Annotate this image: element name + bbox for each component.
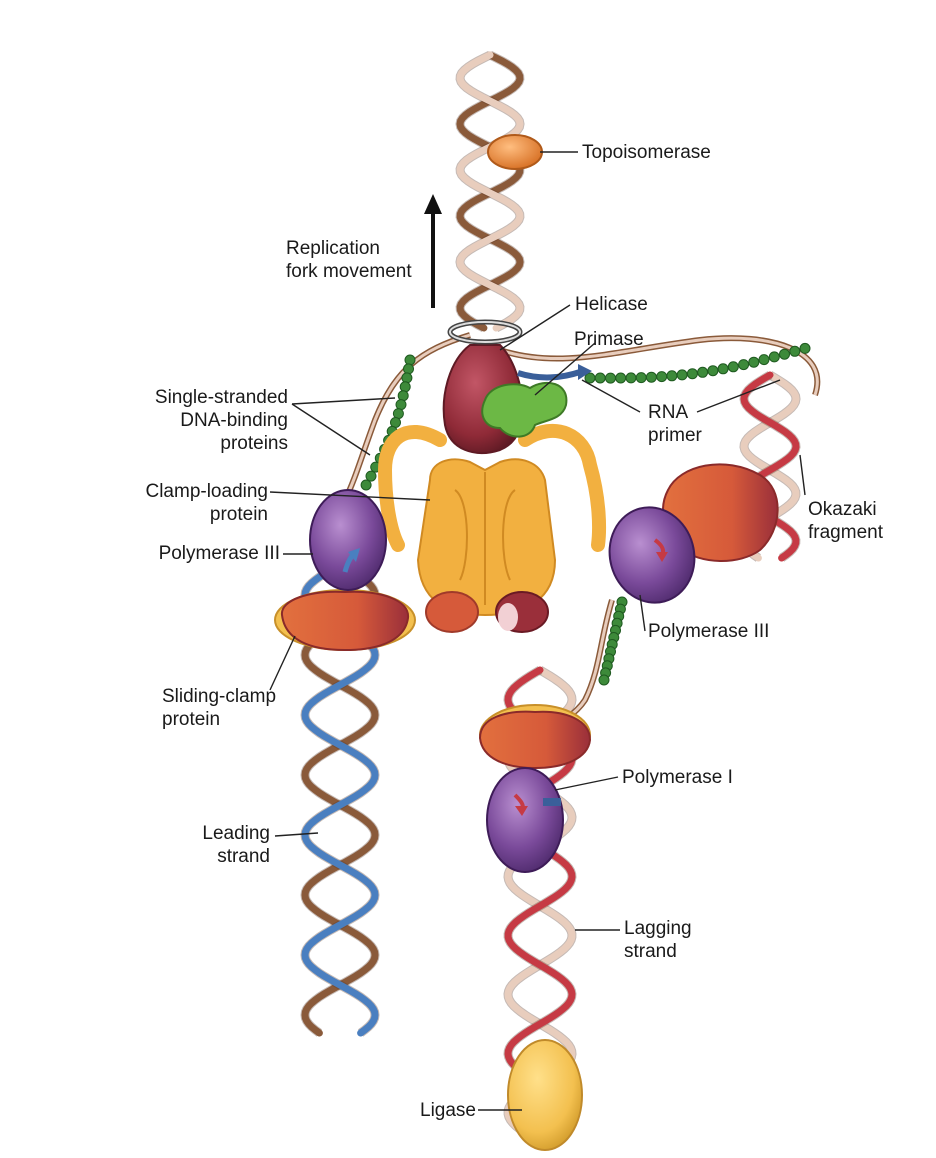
ssb-protein — [799, 342, 811, 354]
topoisomerase-label: Topoisomerase — [582, 142, 711, 163]
ssb-protein — [707, 365, 719, 377]
parental-helix — [455, 50, 525, 333]
ssb-protein — [768, 351, 780, 363]
ssb-protein — [717, 363, 729, 375]
fork-movement-arrow — [424, 194, 442, 308]
ssb-protein — [615, 372, 627, 384]
rna-primer-arrow — [517, 364, 592, 381]
helicase-label: Helicase — [575, 294, 648, 315]
ssb-label: Single-stranded DNA-binding proteins — [154, 387, 288, 454]
ssb-protein — [395, 399, 407, 411]
ssb-protein — [360, 479, 372, 491]
ssb-protein — [598, 674, 610, 686]
topoisomerase — [487, 134, 543, 170]
ssb-protein — [666, 370, 678, 382]
ssb-protein — [789, 345, 801, 357]
polymerase-i — [478, 704, 592, 873]
ssb-protein — [397, 390, 409, 402]
clamp-loading-protein-label: Clamp-loading protein — [145, 481, 268, 525]
leader-lines — [269, 151, 806, 1111]
polymerase-iii-right — [608, 463, 779, 604]
replication-fork-movement-label: Replication fork movement — [286, 238, 412, 282]
ssb-protein — [738, 359, 750, 371]
ligase-label: Ligase — [420, 1100, 476, 1121]
primase-label: Primase — [574, 329, 644, 350]
sliding-clamp-protein-label: Sliding-clamp protein — [162, 686, 277, 730]
rna-primer-label: RNA primer — [648, 402, 702, 446]
ssb-protein — [594, 372, 606, 384]
primase — [481, 381, 568, 438]
ssb-protein — [645, 371, 657, 383]
clamp-loading-protein — [377, 424, 607, 633]
ssb-protein — [676, 369, 688, 381]
ssb-protein — [758, 354, 770, 366]
ssb-protein — [686, 368, 698, 380]
ssb-protein — [625, 372, 637, 384]
ssb-protein — [748, 356, 760, 368]
ligase — [507, 1039, 583, 1151]
ssb-protein — [656, 371, 668, 383]
ssb-protein — [403, 363, 414, 375]
ssb-proteins — [360, 342, 811, 686]
polymerase-iii-right-label: Polymerase III — [648, 621, 770, 642]
okazaki-fragment-label: Okazaki fragment — [808, 499, 883, 543]
polymerase-iii-left-label: Polymerase III — [158, 543, 280, 564]
polymerase-iii-left — [274, 489, 416, 652]
ssb-protein — [404, 354, 416, 366]
ssb-protein — [605, 372, 616, 384]
ssb-protein — [401, 372, 413, 384]
polymerase-i-label: Polymerase I — [622, 767, 733, 788]
ssb-protein — [727, 361, 739, 373]
lagging-strand-label: Lagging strand — [624, 918, 692, 962]
ssb-protein — [399, 381, 411, 393]
ssb-protein — [635, 372, 647, 384]
ssb-protein — [697, 366, 709, 378]
leading-strand-label: Leading strand — [202, 823, 270, 867]
ssb-protein — [365, 470, 377, 482]
ssb-protein — [779, 348, 790, 360]
